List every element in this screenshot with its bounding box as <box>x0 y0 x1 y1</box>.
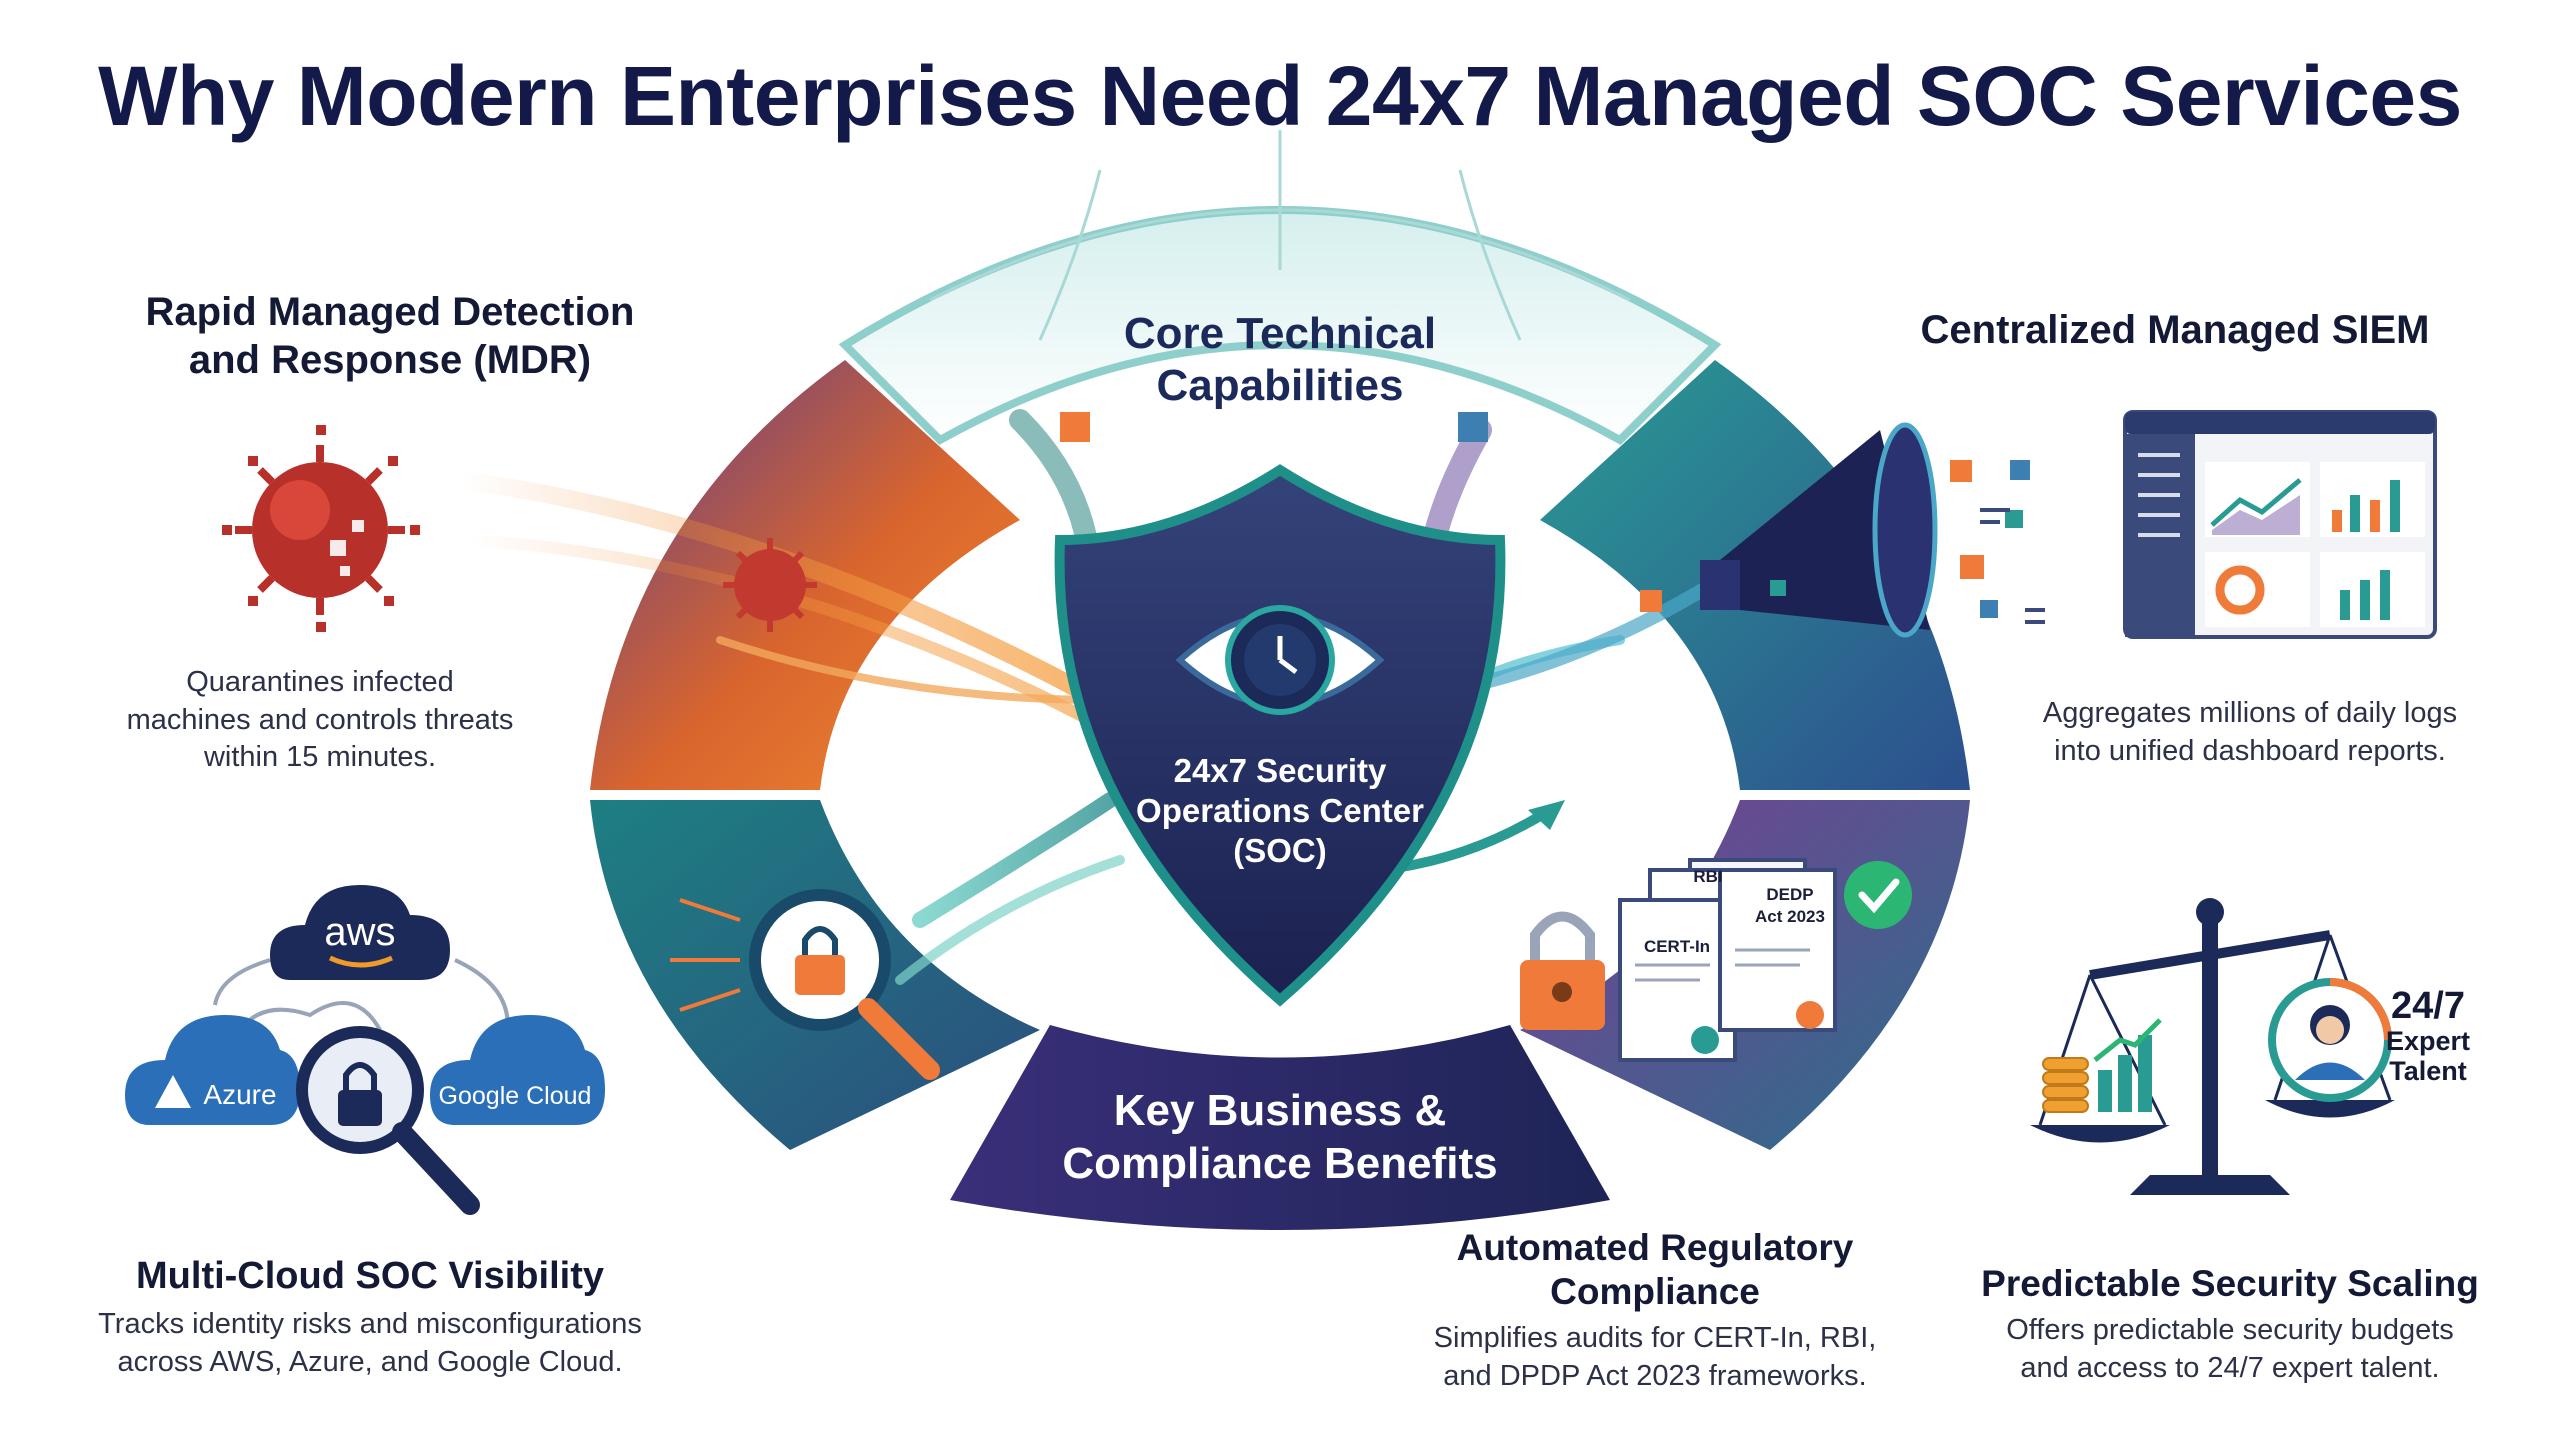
soc-shield: 24x7 Security Operations Center (SOC) <box>1054 464 1506 1007</box>
doc-cert-in: CERT-In <box>1644 937 1710 956</box>
aws-label: aws <box>324 910 395 954</box>
dashboard-icon <box>2123 410 2437 639</box>
doc-dedp-1: DEDP <box>1766 885 1813 904</box>
data-cube-icon <box>1458 412 1488 442</box>
scaling-desc-line-2: and access to 24/7 expert talent. <box>2020 1351 2440 1384</box>
megaphone-icon <box>1640 422 2045 638</box>
padlock-icon <box>1520 911 1605 1030</box>
compliance-heading-line-1: Automated Regulatory <box>1456 1227 1854 1268</box>
doc-dedp-2: Act 2023 <box>1755 907 1825 926</box>
compliance-heading-line-2: Compliance <box>1550 1271 1760 1313</box>
expert-avatar-icon <box>2268 978 2392 1102</box>
page-title: Why Modern Enterprises Need 24x7 Managed… <box>98 49 2462 143</box>
compliance-heading: Automated Regulatory Compliance <box>1400 1226 1910 1315</box>
magnifier-lock-icon <box>296 1026 480 1215</box>
mdr-desc-line-1: Quarantines infected <box>186 666 454 698</box>
scaling-desc-line-1: Offers predictable security budgets <box>2006 1314 2454 1346</box>
siem-description: Aggregates millions of daily logs into u… <box>1980 695 2520 770</box>
siem-desc-line-2: into unified dashboard reports. <box>2054 734 2446 767</box>
mdr-desc-line-2: machines and controls threats <box>126 703 514 736</box>
mdr-heading: Rapid Managed Detection and Response (MD… <box>70 288 710 384</box>
multicloud-description: Tracks identity risks and misconfigurati… <box>60 1306 680 1381</box>
multicloud-desc-line-2: across AWS, Azure, and Google Cloud. <box>117 1345 623 1378</box>
coin-stack-icon <box>2042 1057 2089 1113</box>
mdr-desc-line-3: within 15 minutes. <box>203 741 437 774</box>
badge-talent: Talent <box>2389 1056 2467 1086</box>
scale-icon <box>2030 898 2395 1195</box>
magnifier-lock-icon <box>670 889 940 1080</box>
benefits-label-line-1: Key Business & <box>1114 1086 1447 1135</box>
document-icon <box>1618 858 1837 1062</box>
doc-rbi: RBI <box>1693 867 1722 886</box>
gcp-label: Google Cloud <box>439 1082 592 1110</box>
scaling-heading: Predictable Security Scaling <box>1981 1263 2479 1304</box>
hub-line-3: (SOC) <box>1233 832 1327 869</box>
cloud-icon <box>270 885 450 980</box>
cloud-icon <box>430 1015 605 1125</box>
check-icon <box>1844 861 1912 929</box>
virus-icon <box>723 538 817 632</box>
compliance-description: Simplifies audits for CERT-In, RBI, and … <box>1400 1320 1910 1395</box>
siem-desc-line-1: Aggregates millions of daily logs <box>2042 697 2458 729</box>
core-label-line-2: Capabilities <box>1157 361 1404 410</box>
multicloud-heading: Multi-Cloud SOC Visibility <box>136 1255 604 1297</box>
eye-clock-icon <box>1175 605 1385 715</box>
multicloud-desc-line-1: Tracks identity risks and misconfigurati… <box>98 1308 642 1340</box>
hub-line-1: 24x7 Security <box>1174 752 1387 789</box>
virus-icon <box>222 425 420 632</box>
badge-247: 24/7 <box>2391 985 2465 1027</box>
mdr-heading-line-2: and Response (MDR) <box>188 338 592 382</box>
compliance-desc-line-2: and DPDP Act 2023 frameworks. <box>1443 1359 1867 1392</box>
data-cube-icon <box>1060 412 1090 442</box>
badge-expert: Expert <box>2386 1026 2470 1056</box>
scaling-description: Offers predictable security budgets and … <box>1940 1312 2520 1387</box>
azure-label: Azure <box>203 1079 276 1110</box>
mdr-heading-line-1: Rapid Managed Detection <box>145 290 635 334</box>
multicloud-graphic: aws Azure Google Cloud <box>125 885 605 1215</box>
benefits-label-line-2: Compliance Benefits <box>1062 1139 1497 1188</box>
ring-bottom <box>950 1025 1610 1230</box>
compliance-desc-line-1: Simplifies audits for CERT-In, RBI, <box>1433 1322 1877 1354</box>
mdr-description: Quarantines infected machines and contro… <box>70 664 570 777</box>
core-label-line-1: Core Technical <box>1124 309 1436 358</box>
siem-heading: Centralized Managed SIEM <box>1920 308 2430 352</box>
compliance-docs: RBI CERT-In DEDP Act 2023 <box>1520 858 1912 1062</box>
hub-line-2: Operations Center <box>1136 792 1424 829</box>
